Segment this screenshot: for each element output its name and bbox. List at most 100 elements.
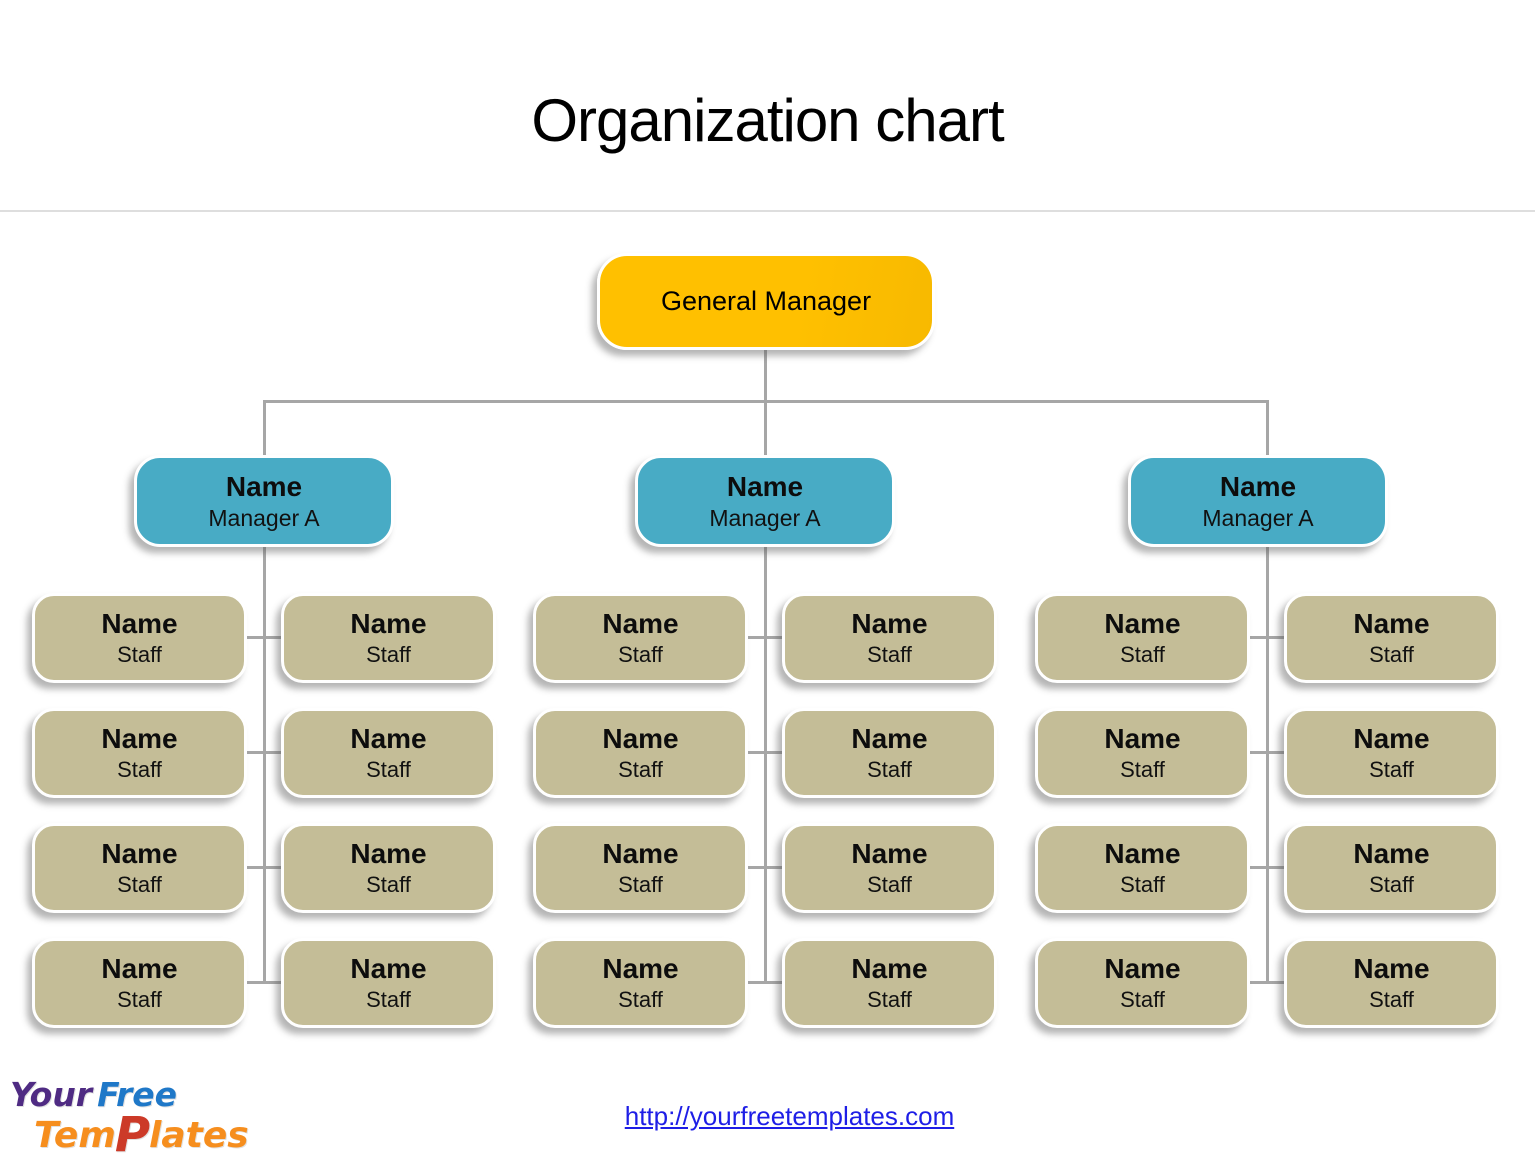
logo-free-text: Free (97, 1075, 178, 1114)
staff-name: Name (1353, 723, 1430, 755)
staff-role: Staff (867, 642, 912, 668)
manager-name: Name (225, 470, 303, 502)
staff-role: Staff (366, 642, 411, 668)
connector-stub (1245, 866, 1289, 869)
staff-name: Name (851, 723, 928, 755)
staff-role: Staff (867, 987, 912, 1013)
staff-name: Name (602, 953, 679, 985)
staff-name: Name (101, 723, 178, 755)
connector-stub (743, 636, 787, 639)
staff-role: Staff (366, 987, 411, 1013)
connector-stub (743, 751, 787, 754)
staff-name: Name (101, 608, 178, 640)
staff-name: Name (1104, 953, 1181, 985)
staff-role: Staff (618, 872, 663, 898)
staff-role: Staff (366, 872, 411, 898)
staff-name: Name (1104, 608, 1181, 640)
staff-role: Staff (117, 987, 162, 1013)
connector-stub (242, 866, 286, 869)
staff-name: Name (1353, 953, 1430, 985)
staff-name: Name (851, 608, 928, 640)
staff-name: Name (350, 608, 427, 640)
connector-bus (263, 400, 1269, 403)
staff-role: Staff (1120, 642, 1165, 668)
logo-lates-text: lates (149, 1115, 249, 1156)
staff-name: Name (350, 953, 427, 985)
connector-stub (1245, 981, 1289, 984)
connector-stub (242, 751, 286, 754)
connector-drop-left (263, 400, 266, 456)
manager-role: Manager A (208, 504, 320, 531)
connector-stub (743, 981, 787, 984)
site-link[interactable]: http://yourfreetemplates.com (624, 1101, 955, 1131)
manager-role: Manager A (709, 504, 821, 531)
title-separator-line (0, 210, 1535, 212)
staff-name: Name (1353, 838, 1430, 870)
connector-stub (743, 866, 787, 869)
staff-role: Staff (618, 987, 663, 1013)
general-manager-box: General Manager (597, 253, 935, 350)
staff-name: Name (350, 723, 427, 755)
staff-role: Staff (1369, 757, 1414, 783)
staff-name: Name (602, 723, 679, 755)
staff-role: Staff (1369, 872, 1414, 898)
manager-name: Name (726, 470, 804, 502)
manager-box: Name Manager A (1128, 455, 1388, 547)
manager-role: Manager A (1202, 504, 1314, 531)
staff-role: Staff (366, 757, 411, 783)
staff-role: Staff (117, 642, 162, 668)
logo-tem-text: Tem (34, 1115, 116, 1156)
manager-name: Name (1219, 470, 1297, 502)
staff-role: Staff (117, 872, 162, 898)
general-manager-label: General Manager (660, 286, 872, 316)
staff-name: Name (1104, 838, 1181, 870)
logo-your-text: Your (10, 1075, 93, 1114)
staff-role: Staff (1369, 642, 1414, 668)
connector-drop-right (1266, 400, 1269, 456)
staff-role: Staff (618, 757, 663, 783)
connector-stem (764, 350, 767, 456)
staff-role: Staff (867, 872, 912, 898)
manager-box: Name Manager A (134, 455, 394, 547)
connector-stub (242, 636, 286, 639)
group-connector-line (262, 547, 266, 984)
staff-name: Name (851, 838, 928, 870)
logo-line2: TemPlates (34, 1107, 249, 1159)
connector-stub (242, 981, 286, 984)
staff-role: Staff (867, 757, 912, 783)
footer: http://yourfreetemplates.com (0, 1101, 1535, 1132)
staff-name: Name (1353, 608, 1430, 640)
